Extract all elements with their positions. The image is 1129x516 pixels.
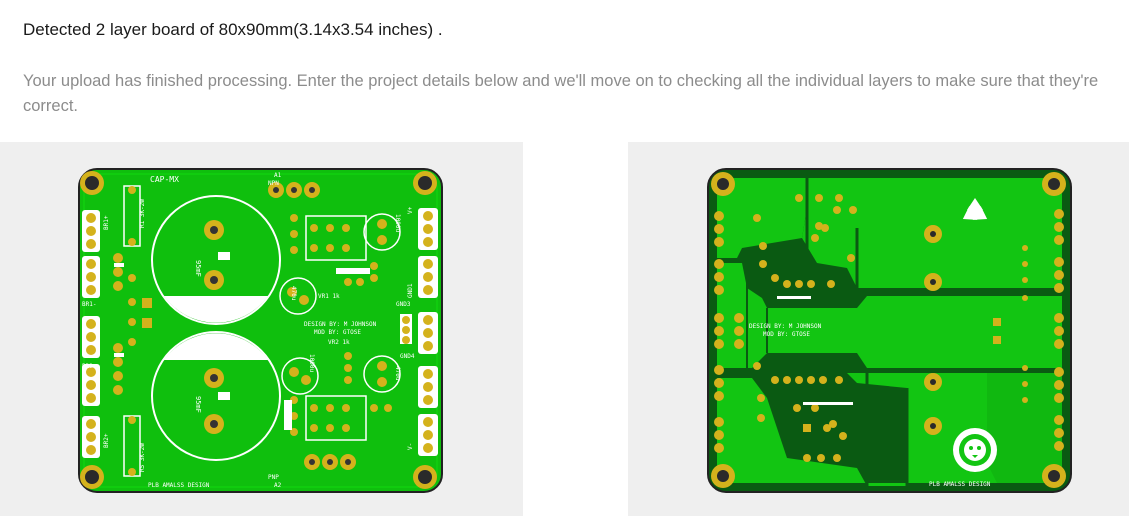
transistor-footprint [268,182,320,198]
connector-block [418,208,438,250]
mounting-hole [711,172,735,196]
silk-footer: PLB AMALSS DESIGN [148,482,210,489]
resistor-footprint [123,185,141,247]
small-capacitor [363,355,401,393]
mounting-hole [711,464,735,488]
capacitor-outline: 95mF [151,331,281,461]
resistor-footprint [123,415,141,477]
mounting-hole [1042,464,1066,488]
copper-pour [717,178,807,258]
connector-block [418,256,438,298]
bottom-layer-board-image: DESIGN BY: M JOHNSON MOD BY: GTOSE PLB A… [707,168,1072,493]
mounting-hole [1042,172,1066,196]
silk-mod: MOD BY: GTOSE [314,329,361,336]
connector-pads [993,209,1064,451]
resistor-array [290,214,378,286]
upload-finished-message: Your upload has finished processing. Ent… [23,72,1099,115]
silk-mod: MOD BY: GTOSE [763,331,810,338]
connector-pads [714,211,744,453]
transistor-footprint [304,454,356,470]
silk-vr2: VR2 1k [328,339,350,346]
cap-value-label: 95mF [194,396,202,413]
silk-a2: A2 [274,482,282,489]
silk-vplus: V+ [407,206,414,214]
silk-cap-mx: CAP-MX [150,175,179,184]
gnd-pads [400,314,412,344]
silk-r5: R5 3K-2W [139,443,146,472]
small-capacitor [281,357,319,395]
silk-br2p: BR2+ [103,433,110,448]
board-outline [78,168,443,493]
silk-vr1: VR1 1k [318,293,340,300]
mounting-hole [413,465,437,489]
top-layer-preview-panel: 95mF 95mF [0,142,523,516]
copper-pour [717,263,1062,368]
silk-br2: BR2- [82,363,96,370]
connector-block [82,364,100,406]
silk-vminus: V- [407,443,414,450]
silk-r1: R1 3K-2W [139,199,146,228]
silk-br1p: BR1+ [103,215,110,230]
component-pads [113,253,152,395]
connector-block [82,416,100,458]
silk-cap-value: 1000u [308,354,315,372]
silk-gnd1: GND1 [407,283,414,298]
mounting-hole [80,465,104,489]
silk-gnd4: GND4 [400,353,415,360]
recycle-icon [962,198,988,220]
silk-footer: PLB AMALSS DESIGN [929,481,991,488]
resistor-array [284,352,392,441]
connector-block [418,312,438,354]
vias [753,194,857,462]
connector-block [418,366,438,408]
silk-npn: NPN [268,180,279,187]
mounting-hole [413,171,437,195]
silk-pnp: PNP [268,474,279,481]
connector-block [82,256,100,298]
detected-board-text: Detected 2 layer board of 80x90mm(3.14x3… [23,20,443,39]
connector-block [82,210,100,252]
connector-block [418,414,438,456]
silk-design: DESIGN BY: M JOHNSON [304,321,377,328]
silk-cap-value: 470u [290,286,297,301]
silk-gnd3: GND3 [396,301,411,308]
copper-pour [747,178,1062,288]
small-capacitor [279,277,317,315]
silk-cap-value: 470u [394,366,401,381]
lion-logo-icon [953,428,997,472]
silk-br1: BR1- [82,301,96,308]
silk-design: DESIGN BY: M JOHNSON [749,323,822,330]
cap-value-label: 95mF [194,260,202,277]
silk-cap-value: 1000u [394,214,401,232]
connector-block [82,316,100,358]
top-layer-board-image: 95mF 95mF [78,168,443,493]
capacitor-outline: 95mF [151,195,281,325]
silk-a1: A1 [274,172,282,179]
mounting-hole [80,171,104,195]
bottom-layer-preview-panel: DESIGN BY: M JOHNSON MOD BY: GTOSE PLB A… [628,142,1129,516]
small-capacitor [363,213,401,251]
